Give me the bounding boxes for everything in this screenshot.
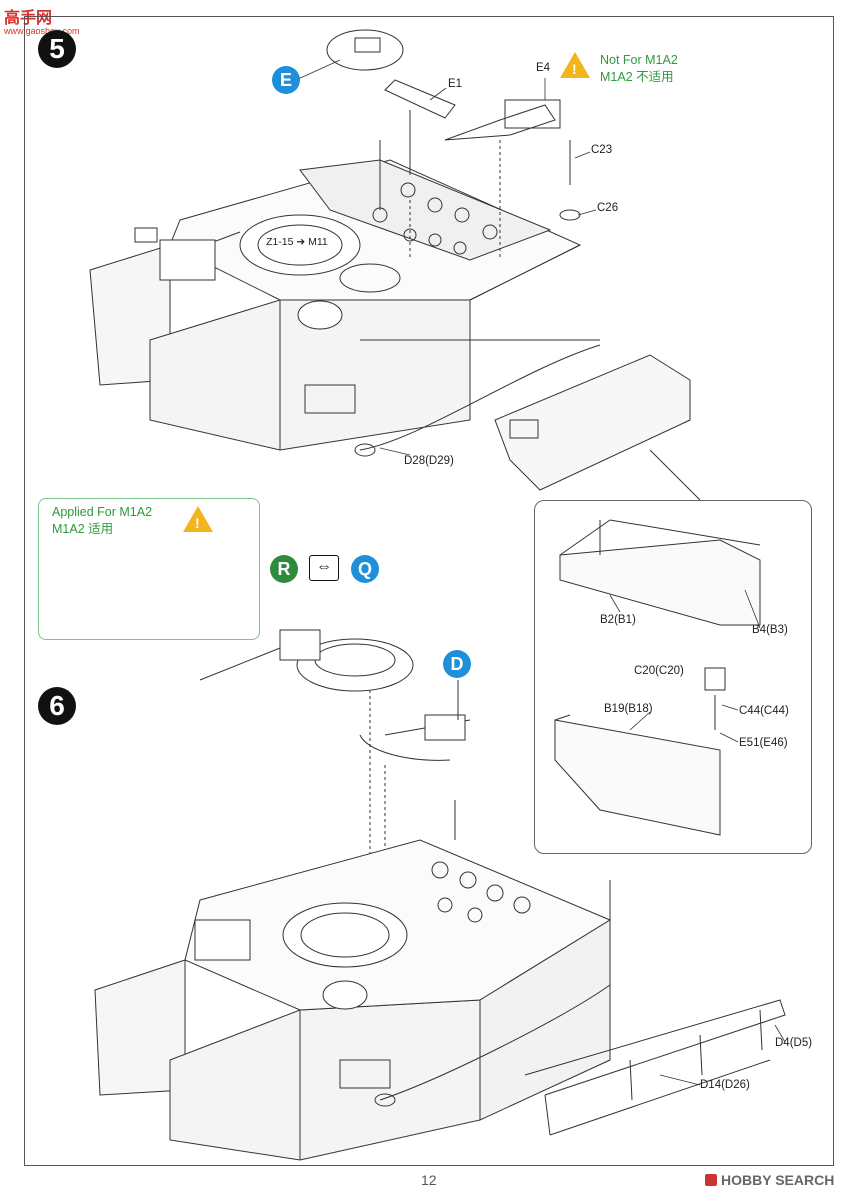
inset-upper-part [559, 519, 761, 626]
applied-for-m1a2-note: Applied For M1A2 M1A2 适用 [52, 504, 152, 538]
part-label-b4: B4(B3) [752, 624, 788, 636]
inset-lower-part [554, 667, 726, 836]
part-label-e4: E4 [536, 62, 551, 74]
hull-step5 [89, 159, 601, 457]
watermark-url: www.gaoshou.com [4, 26, 80, 36]
not-for-m1a2-note: Not For M1A2 M1A2 不适用 [600, 52, 678, 86]
detail-inset-panel [534, 500, 812, 854]
exploded-parts-step5 [326, 29, 581, 260]
part-label-z1-15: Z1-15 ➔ M11 [266, 236, 328, 248]
hull-step6 [94, 839, 612, 1161]
part-label-e51: E51(E46) [739, 737, 788, 749]
part-label-d4: D4(D5) [775, 1037, 813, 1049]
callout-line [649, 449, 701, 501]
step-6-badge: 6 [38, 687, 76, 725]
part-label-b2: B2(B1) [600, 614, 636, 626]
page-number: 12 [421, 1172, 437, 1188]
watermark-logo: 高手网 [4, 4, 52, 28]
part-label-d28: D28(D29) [404, 455, 454, 467]
part-label-d14: D14(D26) [700, 1079, 750, 1091]
not-for-line-2: M1A2 不适用 [600, 70, 674, 84]
part-label-c20: C20(C20) [634, 665, 684, 677]
railing-part [524, 999, 786, 1136]
arrow-icon: ➔ [296, 236, 306, 248]
swap-arrow-icon: ⇔ [309, 555, 339, 581]
step-5-badge: 5 [38, 30, 76, 68]
part-label-c44: C44(C44) [739, 705, 789, 717]
page-frame [24, 16, 834, 1166]
brand-logo-icon [705, 1174, 717, 1186]
sub-assembly-e-badge: E [272, 66, 300, 94]
warning-icon: ! [560, 52, 590, 78]
sub-assembly-q-badge: Q [351, 555, 379, 583]
part-label-c23: C23 [591, 144, 613, 156]
m11-text: M11 [308, 236, 328, 248]
footer-brand: HOBBY SEARCH [705, 1172, 834, 1188]
warning-icon: ! [183, 506, 213, 532]
watermark-text: 高手网 [4, 10, 53, 27]
applied-for-line-1: Applied For M1A2 [52, 505, 153, 519]
m1a2-applied-panel [38, 498, 260, 640]
turret-parts-step6 [199, 629, 471, 880]
side-box-part [494, 354, 691, 491]
brand-text: HOBBY SEARCH [721, 1172, 835, 1188]
part-label-b19: B19(B18) [604, 703, 653, 715]
applied-for-line-2: M1A2 适用 [52, 522, 114, 536]
z1-15-text: Z1-15 [266, 236, 294, 248]
part-label-e1: E1 [448, 78, 463, 90]
part-label-c26: C26 [597, 202, 619, 214]
not-for-line-1: Not For M1A2 [600, 53, 678, 67]
sub-assembly-d-badge: D [443, 650, 471, 678]
sub-assembly-r-badge: R [270, 555, 298, 583]
